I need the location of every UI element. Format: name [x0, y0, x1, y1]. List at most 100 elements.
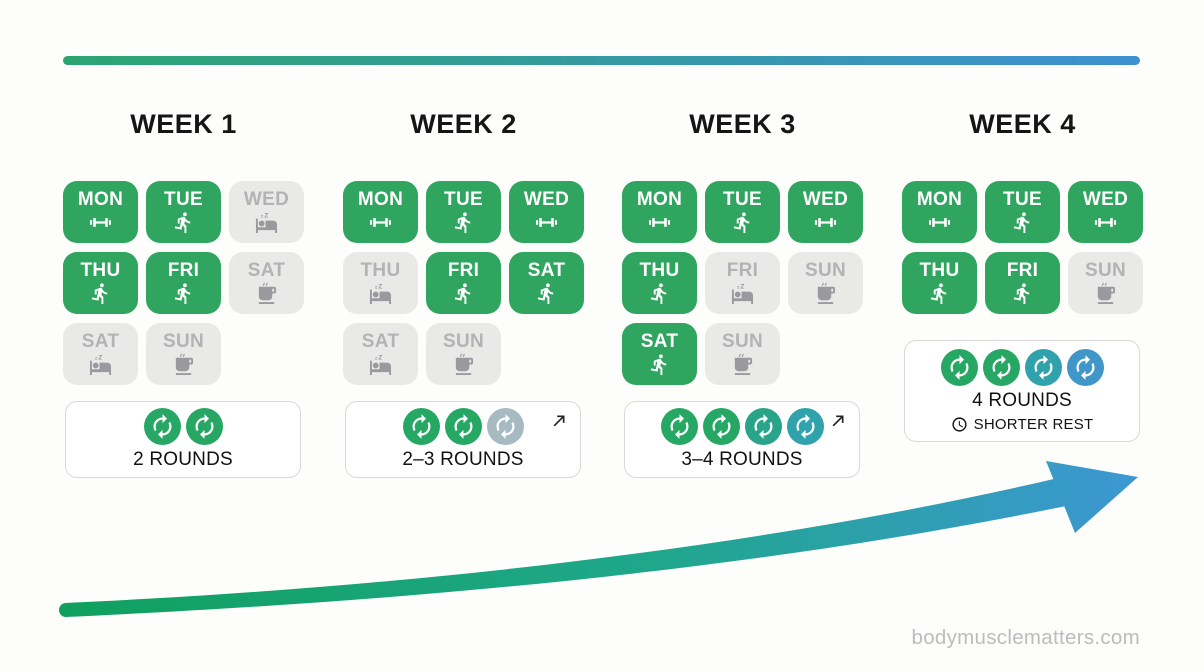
- day-tile: THU: [622, 252, 697, 314]
- rounds-box: 2–3 ROUNDS: [345, 401, 581, 478]
- day-tile: SAT: [622, 323, 697, 385]
- day-tile: SAT: [343, 323, 418, 385]
- rest-note-label: SHORTER REST: [973, 416, 1094, 434]
- day-label: SUN: [804, 260, 846, 281]
- runner-icon: [926, 282, 953, 305]
- day-tile: SAT: [229, 252, 304, 314]
- cycle-badge: [982, 348, 1020, 386]
- day-label: SUN: [162, 331, 204, 352]
- week-title: WEEK 3: [689, 109, 796, 139]
- day-label: TUE: [1003, 189, 1042, 210]
- day-label: MON: [77, 189, 124, 210]
- day-tile: MON: [63, 181, 138, 243]
- week-2-column: WEEK 2 MON TUE WED THU FRI: [343, 104, 584, 478]
- cycle-badge: [143, 408, 181, 446]
- day-label: FRI: [1006, 260, 1039, 281]
- day-label: THU: [80, 260, 121, 281]
- coffee-icon: [812, 282, 839, 305]
- day-tile: THU: [63, 252, 138, 314]
- runner-icon: [646, 282, 673, 305]
- bed-icon: [367, 353, 394, 376]
- day-label: FRI: [726, 260, 759, 281]
- repeat-icon: [988, 354, 1015, 381]
- repeat-icon: [149, 413, 176, 440]
- day-label: WED: [243, 189, 290, 210]
- runner-icon: [646, 353, 673, 376]
- day-tile: SUN: [146, 323, 221, 385]
- day-label: MON: [636, 189, 683, 210]
- day-tile: SUN: [1068, 252, 1143, 314]
- day-label: SAT: [247, 260, 286, 281]
- day-tile: FRI: [146, 252, 221, 314]
- repeat-icon: [191, 413, 218, 440]
- dumbbell-icon: [646, 211, 673, 234]
- round-cycles: [143, 408, 223, 446]
- cycle-badge: [660, 408, 698, 446]
- repeat-icon: [792, 413, 819, 440]
- cycle-badge: [444, 408, 482, 446]
- coffee-icon: [170, 353, 197, 376]
- day-tile: THU: [902, 252, 977, 314]
- clock-icon: [951, 416, 968, 433]
- day-tile: MON: [343, 181, 418, 243]
- day-tile: SAT: [63, 323, 138, 385]
- day-tile: TUE: [985, 181, 1060, 243]
- day-tile: SUN: [788, 252, 863, 314]
- coffee-icon: [253, 282, 280, 305]
- rounds-label: 2 ROUNDS: [133, 449, 233, 471]
- cycle-badge: [1066, 348, 1104, 386]
- top-gradient-line: [63, 56, 1140, 65]
- day-label: FRI: [447, 260, 480, 281]
- runner-icon: [450, 282, 477, 305]
- bed-icon: [367, 282, 394, 305]
- day-label: SAT: [81, 331, 120, 352]
- dumbbell-icon: [812, 211, 839, 234]
- day-label: SUN: [1084, 260, 1126, 281]
- day-tile: MON: [622, 181, 697, 243]
- runner-icon: [1009, 211, 1036, 234]
- repeat-icon: [1072, 354, 1099, 381]
- day-label: WED: [802, 189, 849, 210]
- rest-note: SHORTER REST: [951, 416, 1094, 433]
- watermark: bodymusclematters.com: [911, 626, 1140, 649]
- round-cycles: [402, 408, 524, 446]
- day-grid: MON TUE WED THU FRI SAT: [63, 181, 304, 385]
- day-label: MON: [916, 189, 963, 210]
- dumbbell-icon: [926, 211, 953, 234]
- runner-icon: [170, 211, 197, 234]
- day-tile: TUE: [146, 181, 221, 243]
- coffee-icon: [450, 353, 477, 376]
- day-tile: FRI: [705, 252, 780, 314]
- runner-icon: [170, 282, 197, 305]
- day-grid: MON TUE WED THU FRI SAT: [343, 181, 584, 385]
- trend-up-icon: [549, 411, 569, 431]
- day-label: TUE: [444, 189, 483, 210]
- day-grid: MON TUE WED THU FRI SUN: [902, 181, 1143, 314]
- cycle-badge: [744, 408, 782, 446]
- week-title: WEEK 2: [410, 109, 517, 139]
- day-tile: WED: [509, 181, 584, 243]
- repeat-icon: [450, 413, 477, 440]
- cycle-badge: [702, 408, 740, 446]
- rounds-box: 2 ROUNDS: [65, 401, 301, 478]
- day-label: SUN: [442, 331, 484, 352]
- day-label: TUE: [723, 189, 762, 210]
- cycle-badge: [786, 408, 824, 446]
- bed-icon: [253, 211, 280, 234]
- day-label: THU: [639, 260, 680, 281]
- day-label: FRI: [167, 260, 200, 281]
- rounds-label: 3–4 ROUNDS: [681, 449, 803, 471]
- day-tile: TUE: [426, 181, 501, 243]
- day-label: SAT: [527, 260, 566, 281]
- cycle-badge: [1024, 348, 1062, 386]
- progress-arrow: [59, 461, 1138, 617]
- day-tile: FRI: [426, 252, 501, 314]
- day-tile: WED: [229, 181, 304, 243]
- repeat-icon: [1030, 354, 1057, 381]
- cycle-badge: [185, 408, 223, 446]
- day-label: THU: [919, 260, 960, 281]
- dumbbell-icon: [367, 211, 394, 234]
- runner-icon: [533, 282, 560, 305]
- runner-icon: [87, 282, 114, 305]
